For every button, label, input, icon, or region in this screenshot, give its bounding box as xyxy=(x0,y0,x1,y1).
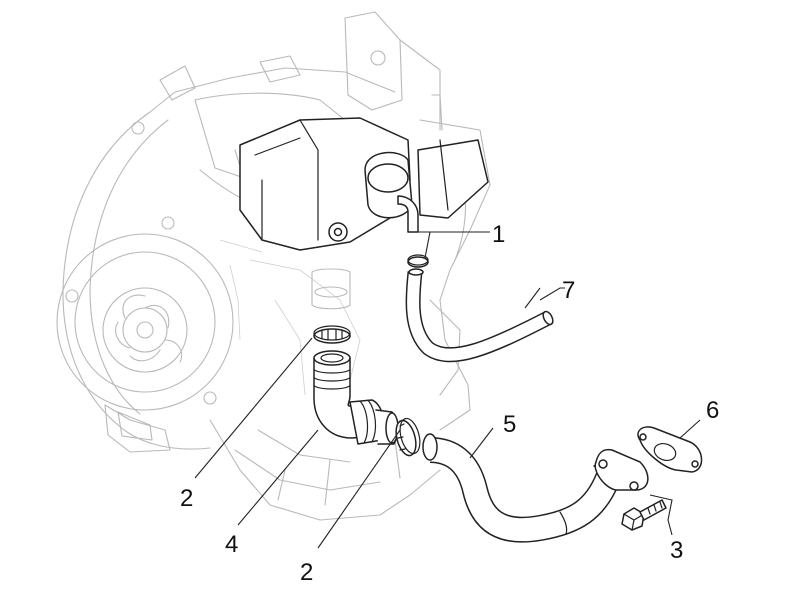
leader-lines xyxy=(194,231,701,549)
callout-5: 5 xyxy=(503,411,516,438)
hex-bolt xyxy=(621,499,667,531)
flange-gasket xyxy=(637,426,703,473)
callout-2-upper: 2 xyxy=(180,485,193,512)
callout-3: 3 xyxy=(670,537,683,564)
upper-hose-clamp xyxy=(313,325,351,344)
lower-hose-clamp xyxy=(395,417,421,457)
callout-labels: 1 2 2 3 4 5 6 7 xyxy=(180,221,719,586)
callout-6: 6 xyxy=(706,397,719,424)
callout-1: 1 xyxy=(492,221,505,248)
callout-4: 4 xyxy=(225,531,238,558)
small-hose-clamp xyxy=(407,254,429,268)
thermostat-housing xyxy=(239,117,489,251)
large-coolant-hose xyxy=(422,433,621,543)
callout-2-lower: 2 xyxy=(300,559,313,586)
engine-block-ghost xyxy=(56,11,491,521)
small-coolant-hose xyxy=(405,268,554,363)
elbow-pipe xyxy=(313,350,399,445)
flanged-outlet-pipe xyxy=(593,448,649,491)
callout-7: 7 xyxy=(562,277,575,304)
